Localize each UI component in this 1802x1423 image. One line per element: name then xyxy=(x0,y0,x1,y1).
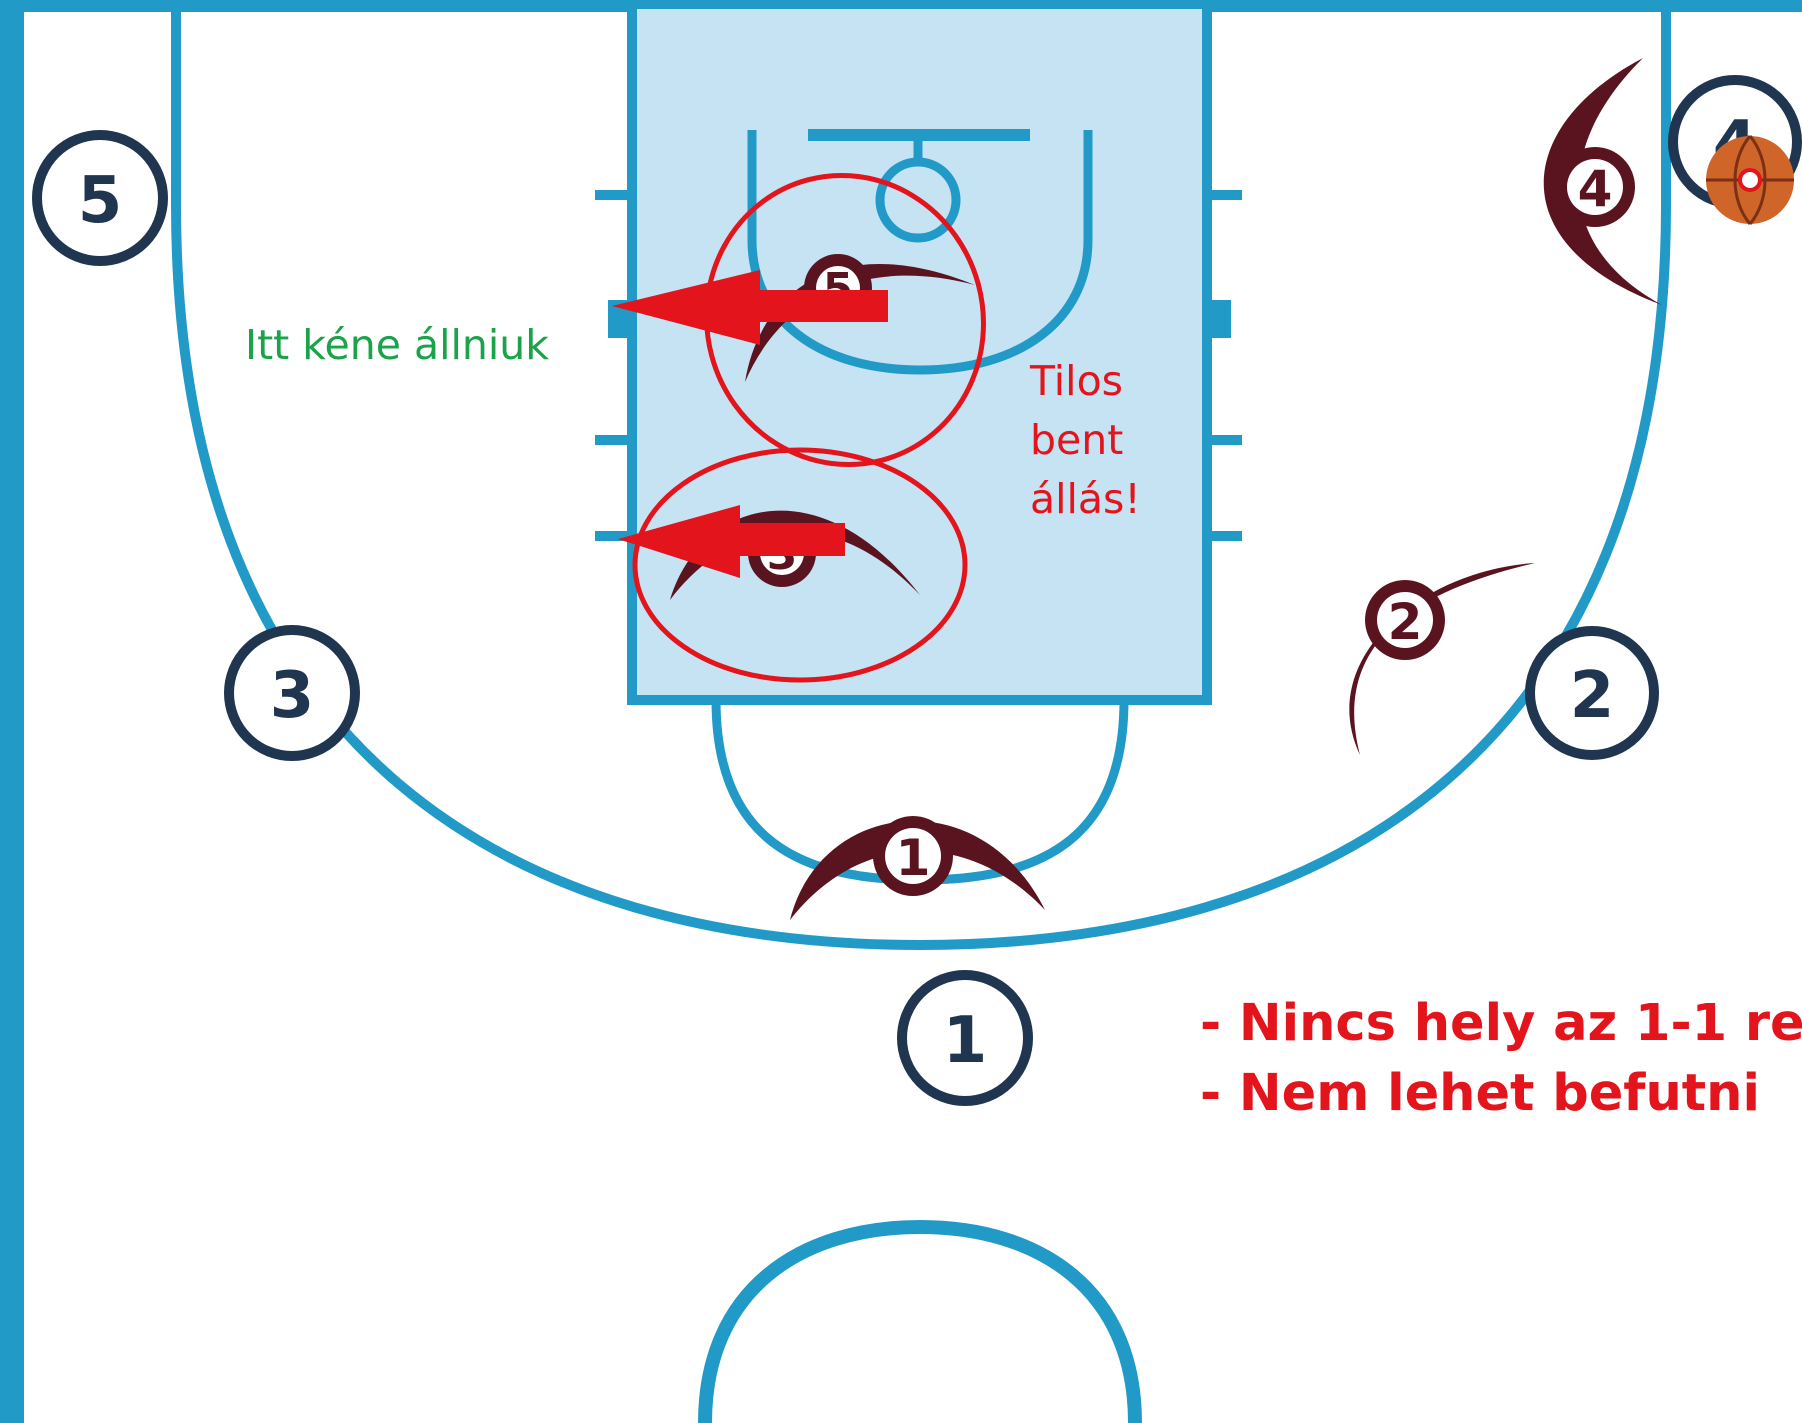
forbidden-label-line3: állás! xyxy=(1030,475,1141,523)
defender-crescent xyxy=(1543,58,1662,305)
offense-player-2: 2 xyxy=(1525,626,1659,760)
offense-marker xyxy=(897,970,1033,1106)
offense-player-1: 1 xyxy=(897,970,1033,1106)
problem-line-2: - Nem lehet befutni xyxy=(1200,1064,1760,1123)
basketball-icon xyxy=(1706,135,1794,225)
offense-number: 5 xyxy=(78,164,123,238)
forbidden-label-line2: bent xyxy=(1030,416,1123,464)
defender-4: 4 xyxy=(1543,58,1662,305)
defender-marker-inner xyxy=(1567,159,1623,215)
paint-area xyxy=(595,0,1242,705)
center-circle xyxy=(698,1219,1142,1423)
defender-1: 1 xyxy=(790,816,1045,920)
red-circle-upper xyxy=(704,172,986,468)
problem-line-1: - Nincs hely az 1-1 re xyxy=(1200,994,1802,1053)
red-circle-lower xyxy=(632,447,968,683)
defender-marker-inner xyxy=(885,828,941,884)
defender-crescent xyxy=(790,820,1045,920)
rim xyxy=(875,157,961,243)
offense-number: 2 xyxy=(1570,659,1615,733)
offense-marker xyxy=(224,625,360,761)
arrow-lower xyxy=(618,505,845,578)
lane-block xyxy=(1207,300,1231,338)
offense-number: 1 xyxy=(943,1004,988,1078)
offense-number: 3 xyxy=(270,659,315,733)
offense-marker xyxy=(32,130,168,266)
key-rectangle xyxy=(627,0,1212,705)
red-arrow-icon xyxy=(612,270,888,578)
defender-number: 4 xyxy=(1578,160,1613,218)
forbidden-label-line1: Tilos xyxy=(1029,357,1123,405)
offense-player-3: 3 xyxy=(224,625,360,761)
defender-marker-inner xyxy=(1377,592,1433,648)
defender-number: 1 xyxy=(896,829,931,887)
defender-2: 2 xyxy=(1349,563,1535,755)
offense-marker xyxy=(1525,626,1659,760)
offense-player-5: 5 xyxy=(32,130,168,266)
defender-number: 2 xyxy=(1388,593,1423,651)
arrow-upper xyxy=(612,270,888,345)
should-stand-label: Itt kéne állniuk xyxy=(245,321,549,369)
forbidden-zone-markers xyxy=(632,172,986,683)
